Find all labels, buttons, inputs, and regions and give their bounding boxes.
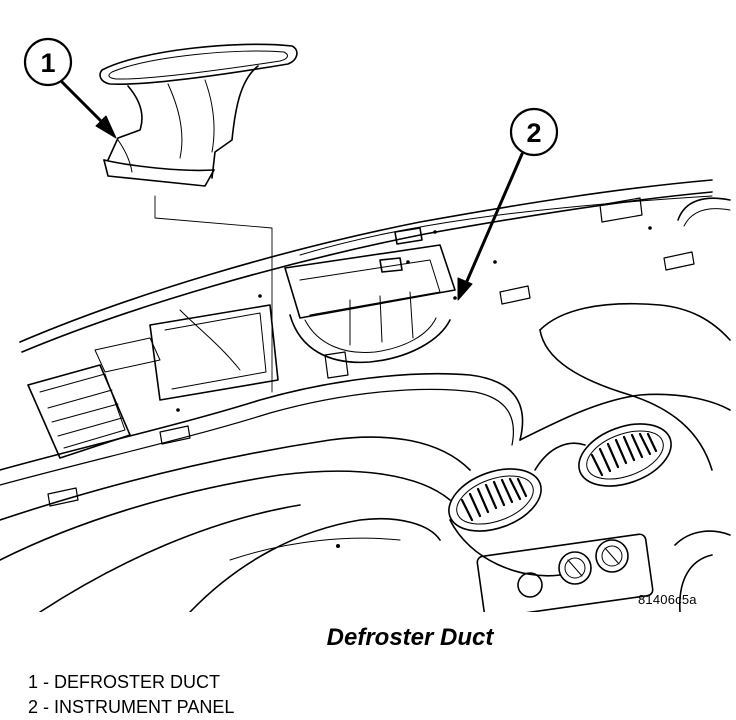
center-vent-right <box>578 423 672 487</box>
callout-2-arrowhead <box>457 277 473 301</box>
climate-controls <box>476 533 654 612</box>
fastener-holes <box>176 226 652 548</box>
installation-leader <box>154 195 273 393</box>
panel-clips <box>47 197 695 507</box>
legend-item: 2 - INSTRUMENT PANEL <box>28 697 235 717</box>
instrument-panel-drawing <box>0 179 731 612</box>
callout-2: 2 <box>457 107 559 301</box>
defroster-duct-part <box>99 43 298 187</box>
legend-item: 1 - DEFROSTER DUCT <box>28 672 221 692</box>
legend: 1 - DEFROSTER DUCT 2 - INSTRUMENT PANEL <box>28 670 234 720</box>
left-outlet <box>27 364 131 459</box>
callout-1-arrowhead <box>95 115 117 139</box>
callout-1-number: 1 <box>40 48 55 78</box>
defroster-opening <box>284 227 456 364</box>
defroster-duct-diagram: 1 2 <box>0 37 731 612</box>
center-vent-left <box>448 468 542 532</box>
callout-1: 1 <box>23 37 117 139</box>
callout-2-number: 2 <box>526 118 541 148</box>
cluster-ring <box>677 197 731 227</box>
figure-code: 81406c5a <box>638 592 697 607</box>
figure-caption: Defroster Duct <box>326 624 494 651</box>
